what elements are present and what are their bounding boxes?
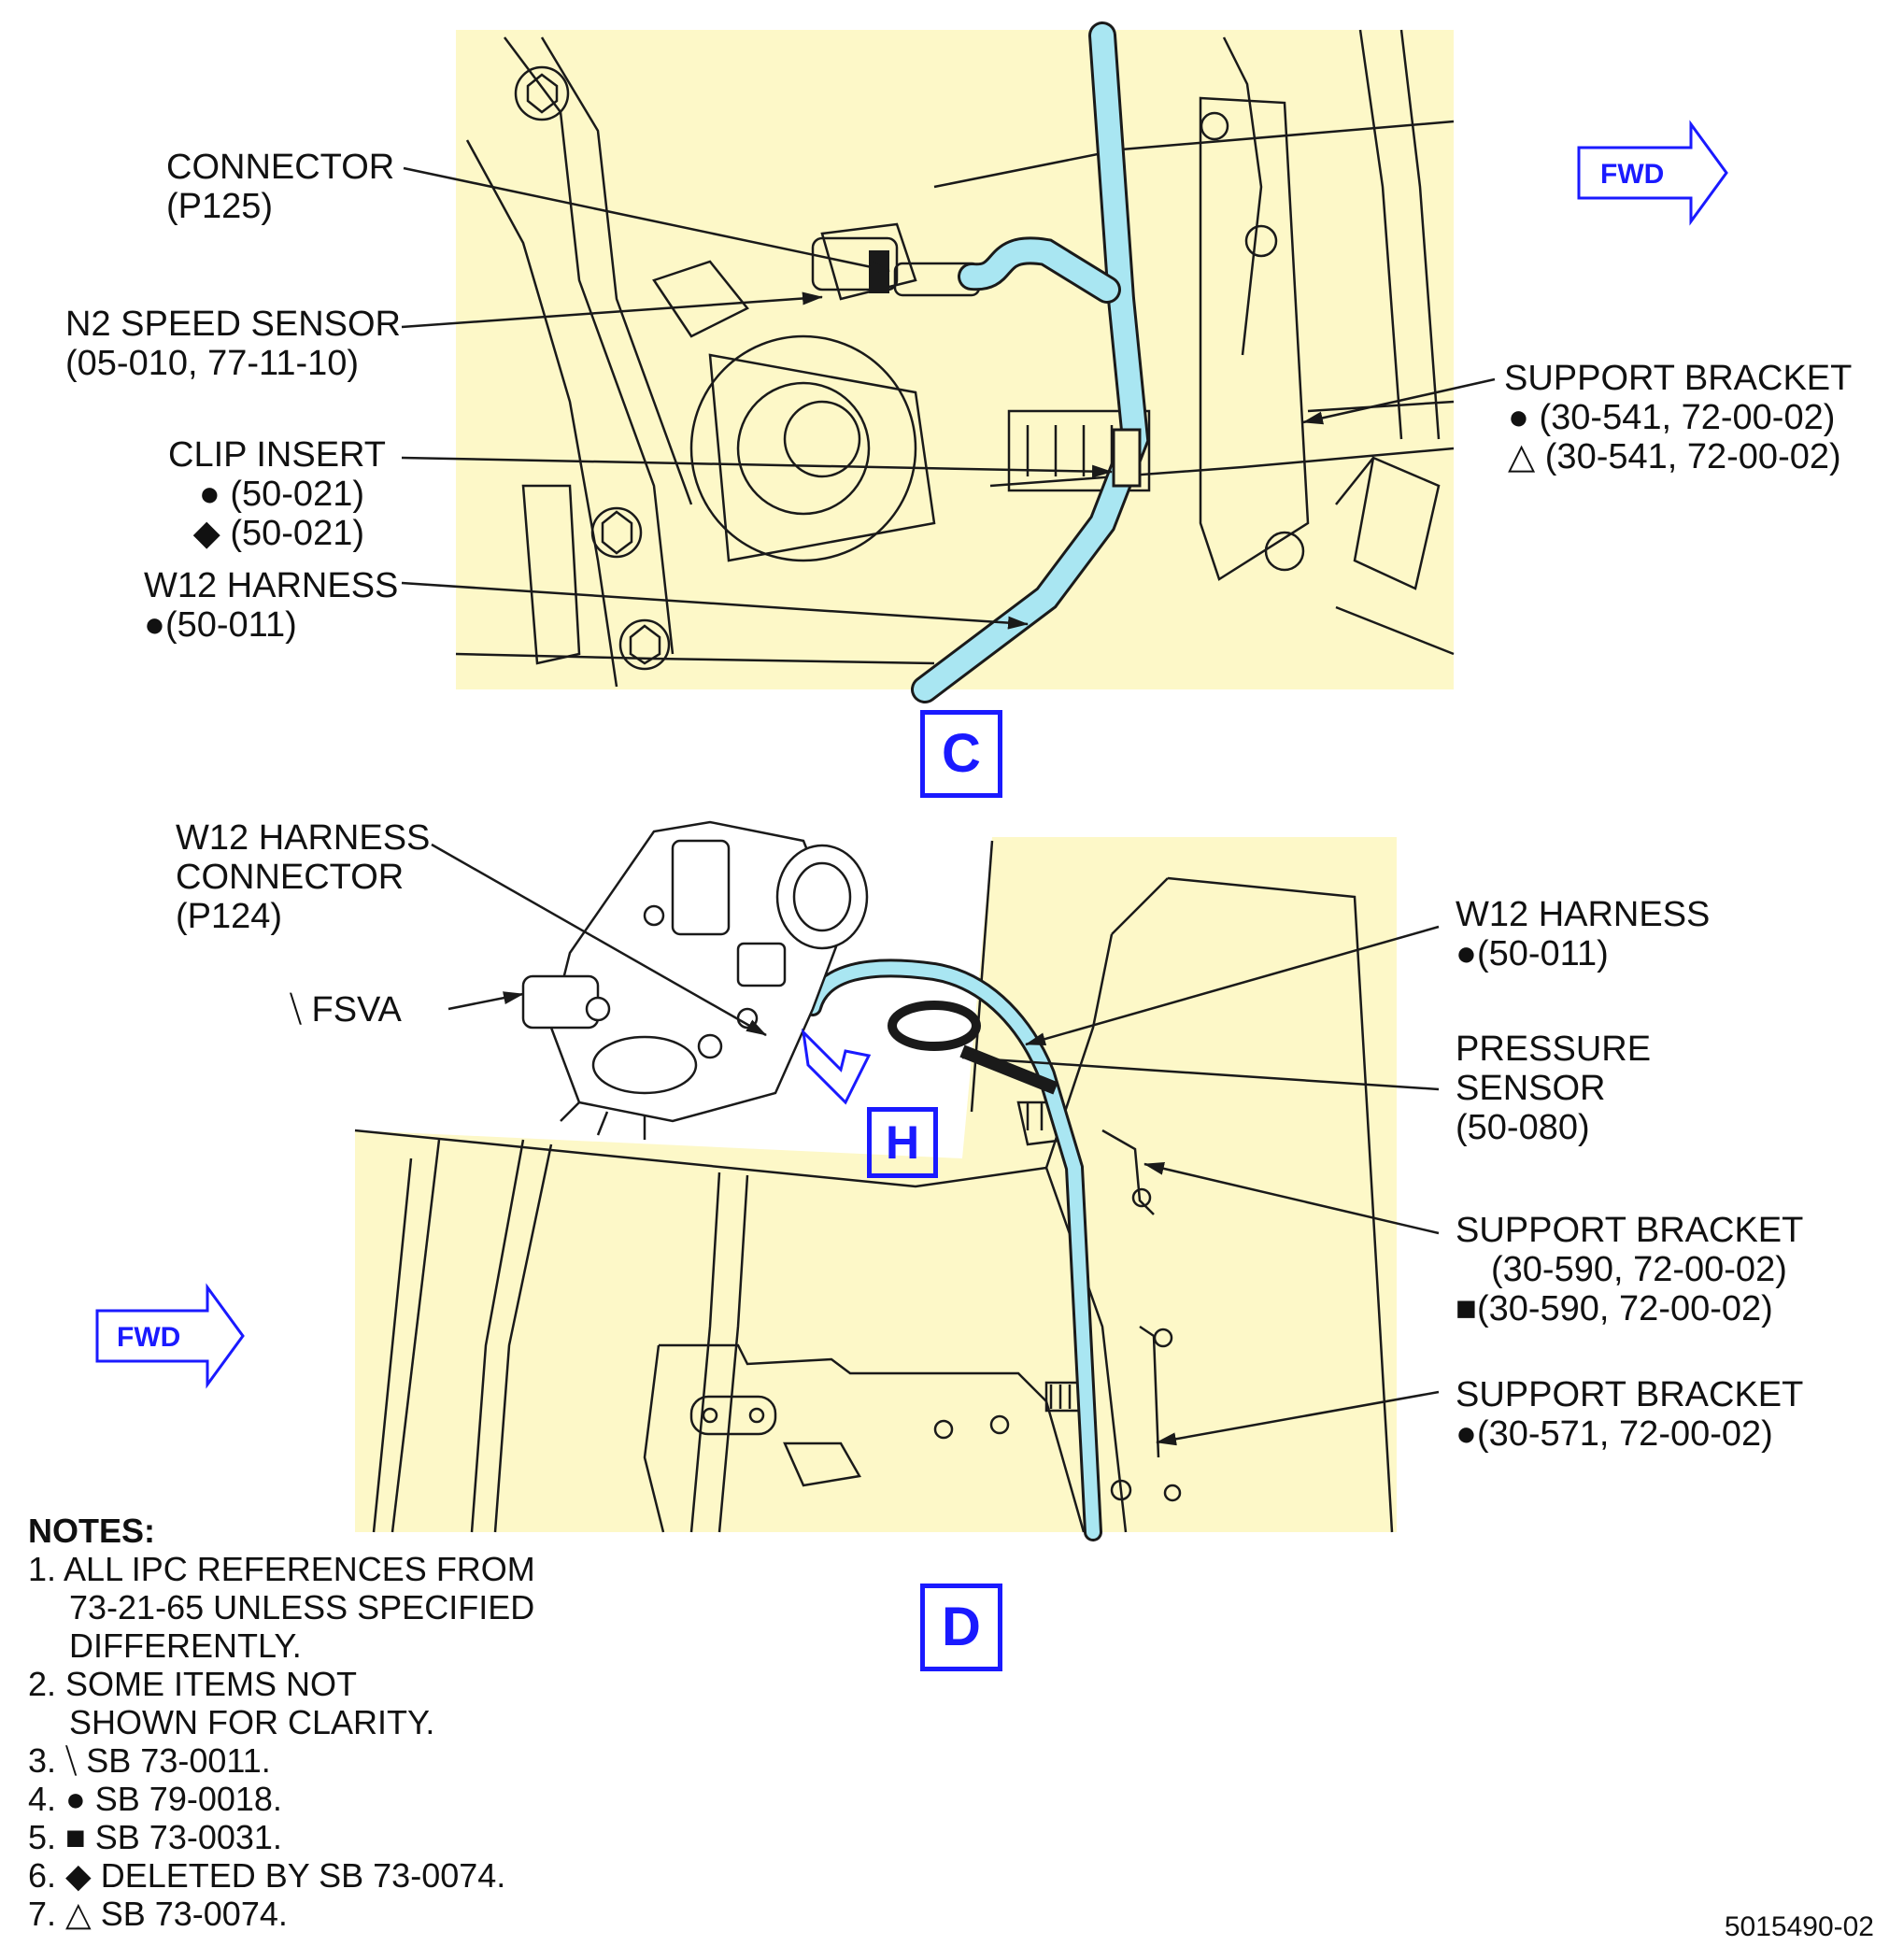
note-5: 5. ■ SB 73-0031. [28, 1818, 282, 1856]
label-connector-p125: CONNECTOR (P125) [166, 148, 395, 226]
fwd-label-top: FWD [1600, 159, 1665, 190]
note-4: 4. ● SB 79-0018. [28, 1780, 282, 1818]
label-support-bracket-571: SUPPORT BRACKET ●(30-571, 72-00-02) [1456, 1375, 1804, 1454]
label-support-bracket-c: SUPPORT BRACKET ● (30-541, 72-00-02) △ (… [1504, 359, 1853, 476]
figure-number: 5015490-02 [1724, 1911, 1874, 1942]
view-d-letter: D [920, 1584, 1002, 1671]
label-w12-harness-d: W12 HARNESS ●(50-011) [1456, 895, 1711, 973]
detail-h-callout: H [867, 1107, 938, 1178]
view-d-panel [354, 820, 1397, 1541]
leader-lines [401, 166, 1496, 1446]
notes-block: NOTES: 1. ALL IPC REFERENCES FROM 73-21-… [28, 1512, 535, 1933]
label-w12-harness-c: W12 HARNESS ●(50-011) [144, 566, 399, 645]
view-c-panel [455, 21, 1455, 703]
view-d-w12-harness [803, 959, 1102, 1541]
note-1: 1. ALL IPC REFERENCES FROM 73-21-65 UNLE… [28, 1550, 535, 1665]
note-3: 3. ⧹ SB 73-0011. [28, 1741, 271, 1780]
view-c-letter: C [920, 710, 1002, 798]
label-n2-speed-sensor: N2 SPEED SENSOR (05-010, 77-11-10) [65, 305, 401, 383]
label-support-bracket-590: SUPPORT BRACKET (30-590, 72-00-02) ■(30-… [1456, 1211, 1804, 1328]
fwd-label-bottom: FWD [117, 1322, 181, 1353]
label-w12-harness-connector-p124: W12 HARNESS CONNECTOR (P124) [176, 818, 431, 936]
note-6: 6. ◆ DELETED BY SB 73-0074. [28, 1856, 506, 1895]
fsva-assembly [521, 820, 869, 1140]
fwd-arrow-top [1577, 120, 1728, 226]
label-fsva: ⧹ FSVA [290, 990, 402, 1030]
label-clip-insert: CLIP INSERT ● (50-021) ◆ (50-021) [168, 435, 387, 553]
label-pressure-sensor: PRESSURE SENSOR (50-080) [1456, 1030, 1652, 1147]
p125-connector-collar [869, 250, 889, 293]
view-h-arrow [801, 1028, 872, 1105]
note-2: 2. SOME ITEMS NOT SHOWN FOR CLARITY. [28, 1665, 435, 1741]
notes-title: NOTES: [28, 1512, 156, 1550]
note-7: 7. △ SB 73-0074. [28, 1895, 288, 1933]
fwd-arrow-bottom [95, 1283, 245, 1389]
